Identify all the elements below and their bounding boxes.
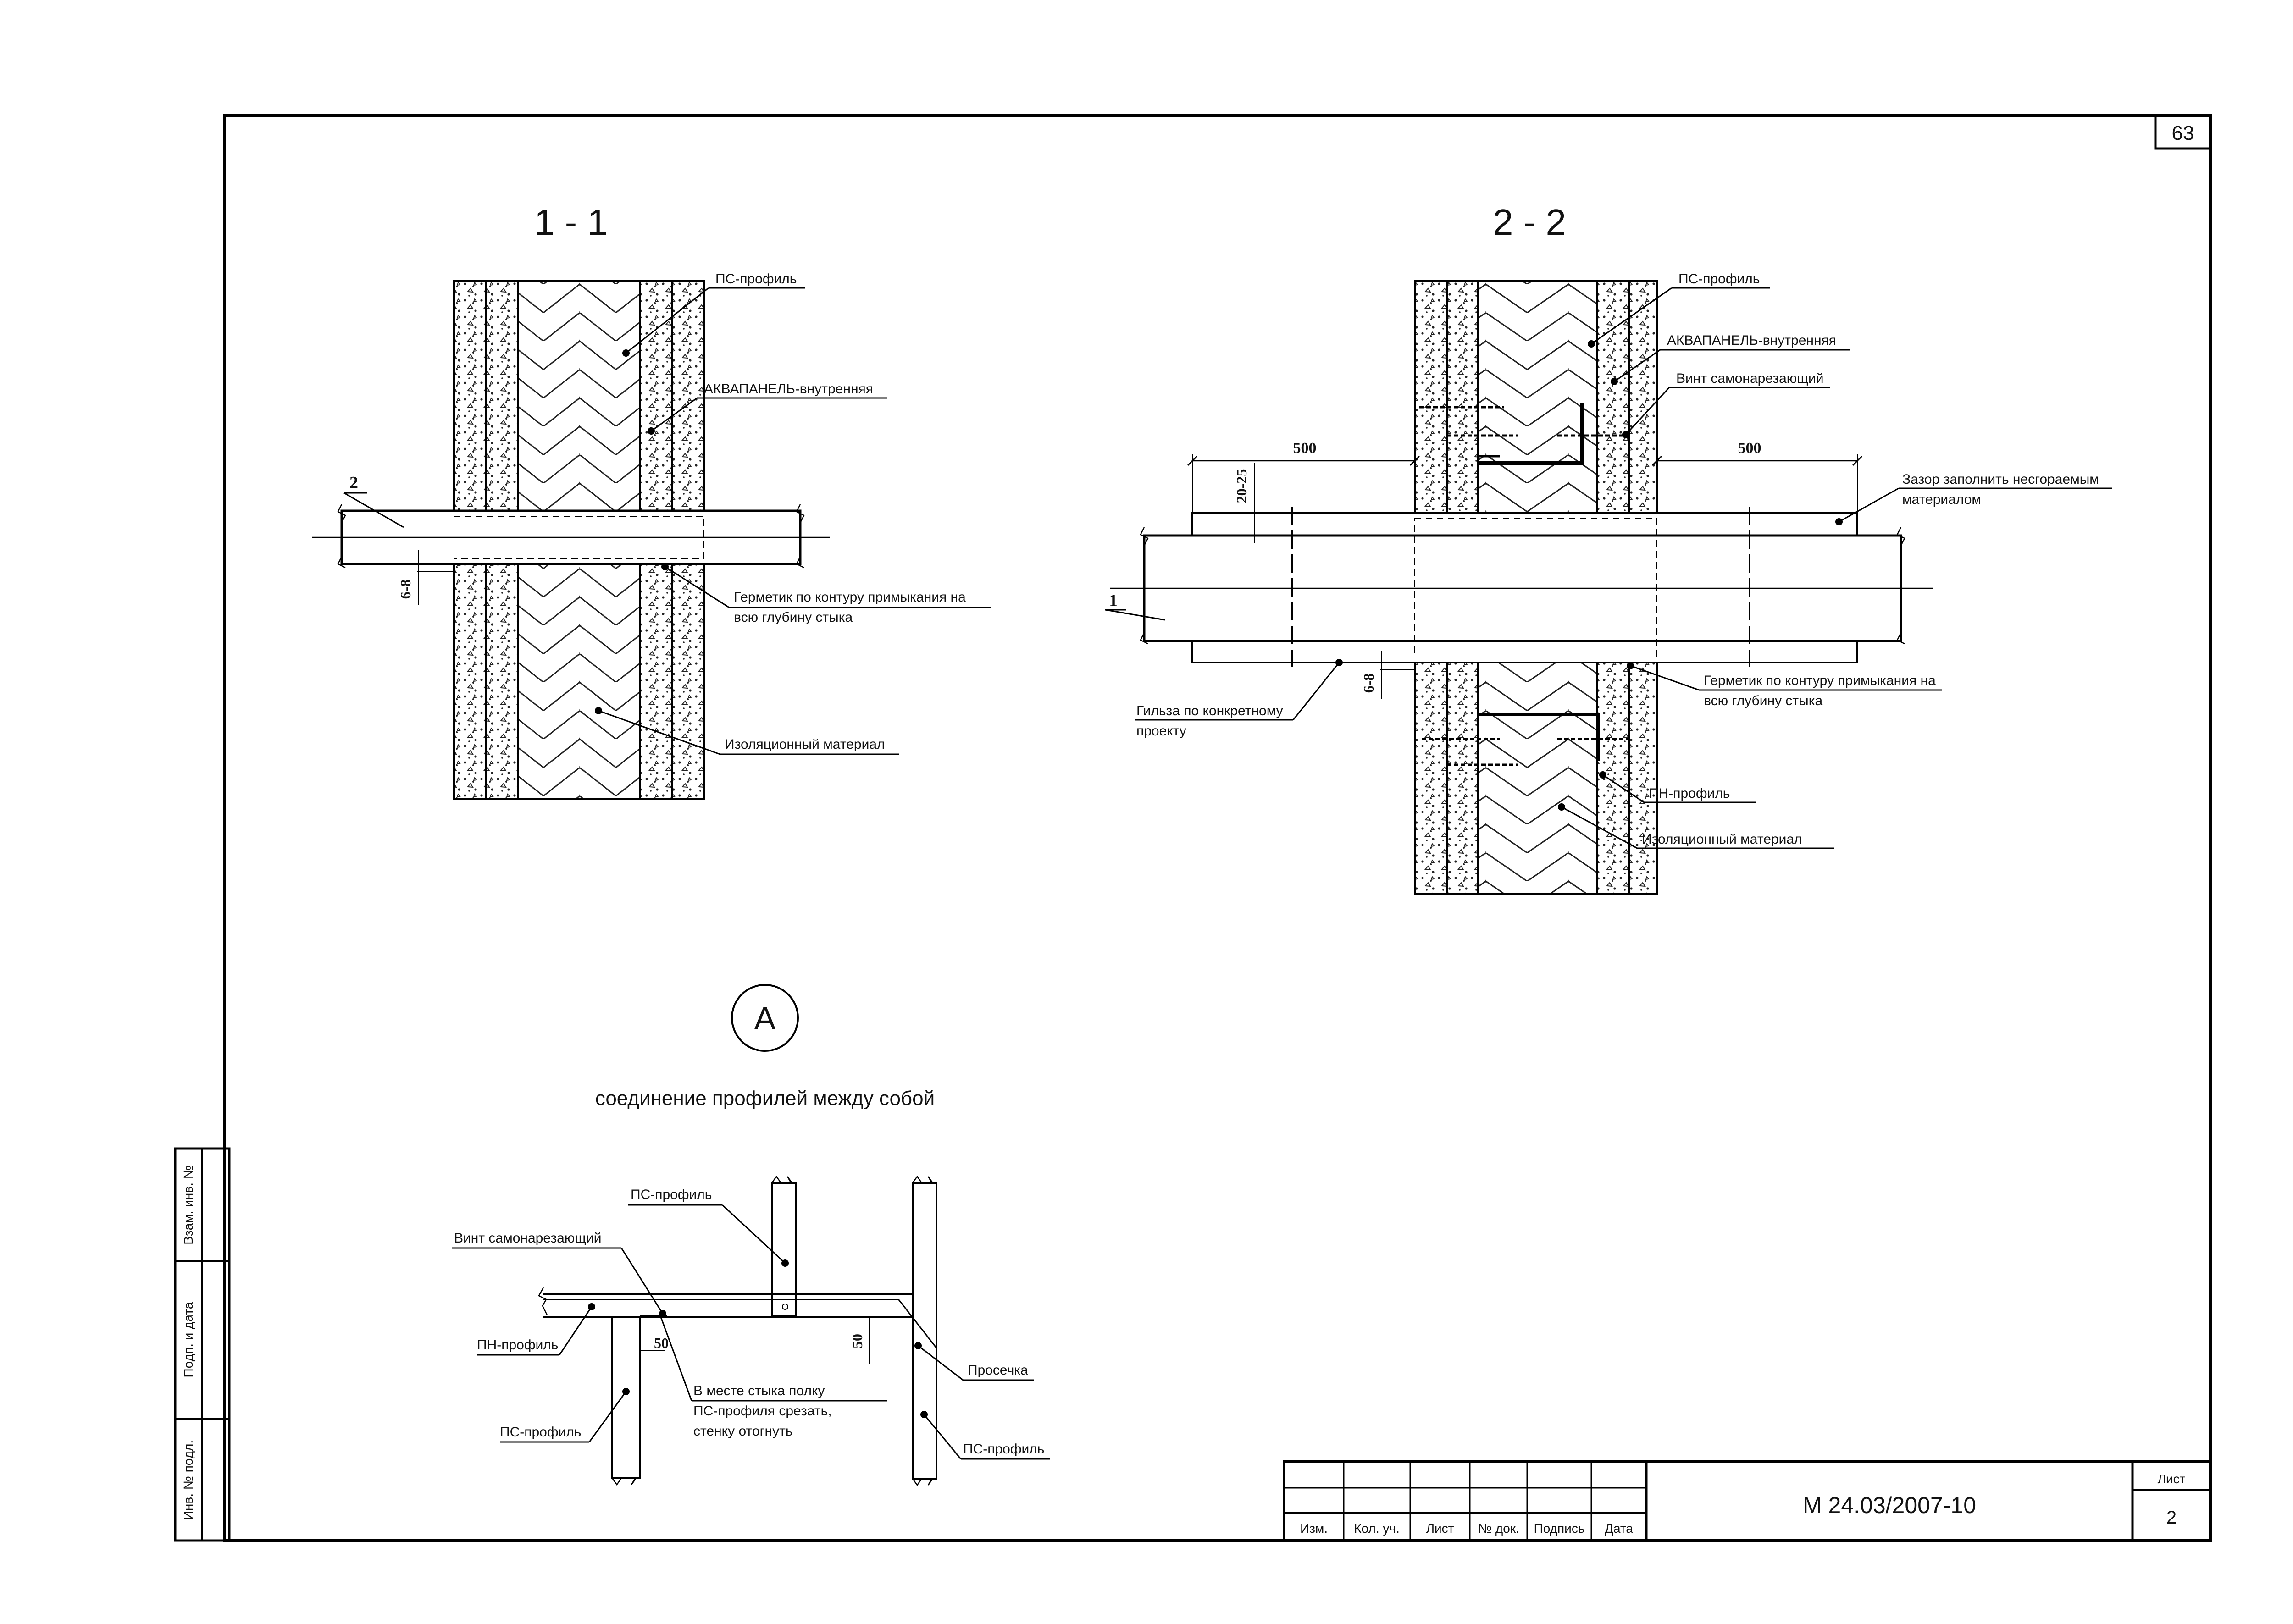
detail-a-marker: А xyxy=(754,1000,776,1036)
section-1-marker: 2 xyxy=(349,473,358,492)
section-2-label-gap-2: материалом xyxy=(1902,492,1981,507)
wall-lower-2 xyxy=(1414,662,1658,895)
section-1-title: 1 - 1 xyxy=(534,202,608,243)
detail-a-label-ps-left: ПС-профиль xyxy=(500,1425,581,1440)
section-1-label-sealant-2: всю глубину стыка xyxy=(734,610,853,625)
sleeve-and-pipe xyxy=(1110,507,1933,667)
section-2-label-pn: ПН-профиль xyxy=(1649,786,1730,801)
document-code: М 24.03/2007-10 xyxy=(1803,1492,1976,1518)
detail-a-label-screw: Винт самонарезающий xyxy=(454,1231,602,1246)
section-1-label-insulation: Изоляционный материал xyxy=(725,737,885,752)
detail-a-label-cut: Просечка xyxy=(968,1363,1028,1378)
sheet-number: 63 xyxy=(2172,122,2194,144)
side-stamp-field-replace: Взам. инв. № xyxy=(181,1165,195,1244)
section-1-label-ps: ПС-профиль xyxy=(715,271,797,287)
sheet-number-box xyxy=(2154,114,2212,150)
section-2-dim-right: 500 xyxy=(1738,440,1761,457)
section-2-label-sealant-1: Герметик по контуру примыкания на xyxy=(1704,673,1936,688)
side-stamp-field-inv: Инв. № подл. xyxy=(181,1440,195,1520)
section-2-label-screw: Винт самонарезающий xyxy=(1676,371,1824,386)
side-stamp-field-sign: Подп. и дата xyxy=(181,1302,195,1377)
detail-a-dim-h: 50 xyxy=(654,1335,669,1351)
detail-a-circle xyxy=(731,984,799,1052)
section-2-label-aquapanel: АКВАПАНЕЛЬ-внутренняя xyxy=(1667,333,1836,348)
section-2-label-gap-1: Зазор заполнить несгораемым xyxy=(1902,472,2099,487)
section-2-marker: 1 xyxy=(1109,591,1118,610)
section-2-2: 2 - 2 xyxy=(1105,202,2112,895)
side-stamp: Взам. инв. № Подп. и дата Инв. № подл. xyxy=(174,1147,231,1542)
title-col-sheet: Лист xyxy=(1426,1521,1454,1536)
detail-a-label-ps-right: ПС-профиль xyxy=(963,1442,1044,1457)
title-col-signature: Подпись xyxy=(1534,1521,1585,1536)
wall-upper-2 xyxy=(1414,280,1658,514)
title-sheet-value: 2 xyxy=(2166,1508,2177,1528)
pipe-section-1 xyxy=(312,504,830,569)
section-1-dim-gap: 6-8 xyxy=(397,580,414,599)
wall-lower xyxy=(453,563,705,800)
title-col-date: Дата xyxy=(1605,1521,1633,1536)
section-2-label-sleeve-2: проекту xyxy=(1136,724,1186,739)
title-col-change: Изм. xyxy=(1300,1521,1328,1536)
section-2-dim-top: 20-25 xyxy=(1233,469,1250,503)
section-2-dim-gap: 6-8 xyxy=(1360,674,1377,693)
section-1-label-sealant-1: Герметик по контуру примыкания на xyxy=(734,590,966,605)
section-2-label-sleeve-1: Гильза по конкретному xyxy=(1136,703,1283,718)
detail-a-note-3: стенку отогнуть xyxy=(693,1424,792,1439)
detail-a-dim-v: 50 xyxy=(849,1334,865,1348)
drawing-frame xyxy=(223,114,2212,1542)
detail-a-label-pn: ПН-профиль xyxy=(477,1337,558,1353)
title-col-count: Кол. уч. xyxy=(1354,1521,1400,1536)
title-sheet-label: Лист xyxy=(2158,1472,2186,1486)
section-2-label-ps: ПС-профиль xyxy=(1678,271,1760,287)
section-1-label-aquapanel: АКВАПАНЕЛЬ-внутренняя xyxy=(704,381,873,397)
section-1-1: 1 - 1 2 xyxy=(312,202,991,800)
title-col-doc: № док. xyxy=(1478,1521,1519,1536)
section-2-title: 2 - 2 xyxy=(1493,202,1566,243)
detail-a-note-2: ПС-профиля срезать, xyxy=(693,1403,832,1419)
title-block: Изм. Кол. уч. Лист № док. Подпись Дата М… xyxy=(1283,1460,2212,1542)
wall-upper xyxy=(453,280,705,512)
section-2-dim-left: 500 xyxy=(1293,440,1317,457)
section-2-label-insulation: Изоляционный материал xyxy=(1642,832,1802,847)
detail-a-caption: соединение профилей между собой xyxy=(595,1087,935,1110)
section-2-label-sealant-2: всю глубину стыка xyxy=(1704,693,1822,708)
detail-a: А соединение профилей между собой 50 50 … xyxy=(452,984,1050,1486)
detail-a-label-ps-top: ПС-профиль xyxy=(631,1187,712,1202)
detail-a-note-1: В месте стыка полку xyxy=(693,1383,825,1398)
